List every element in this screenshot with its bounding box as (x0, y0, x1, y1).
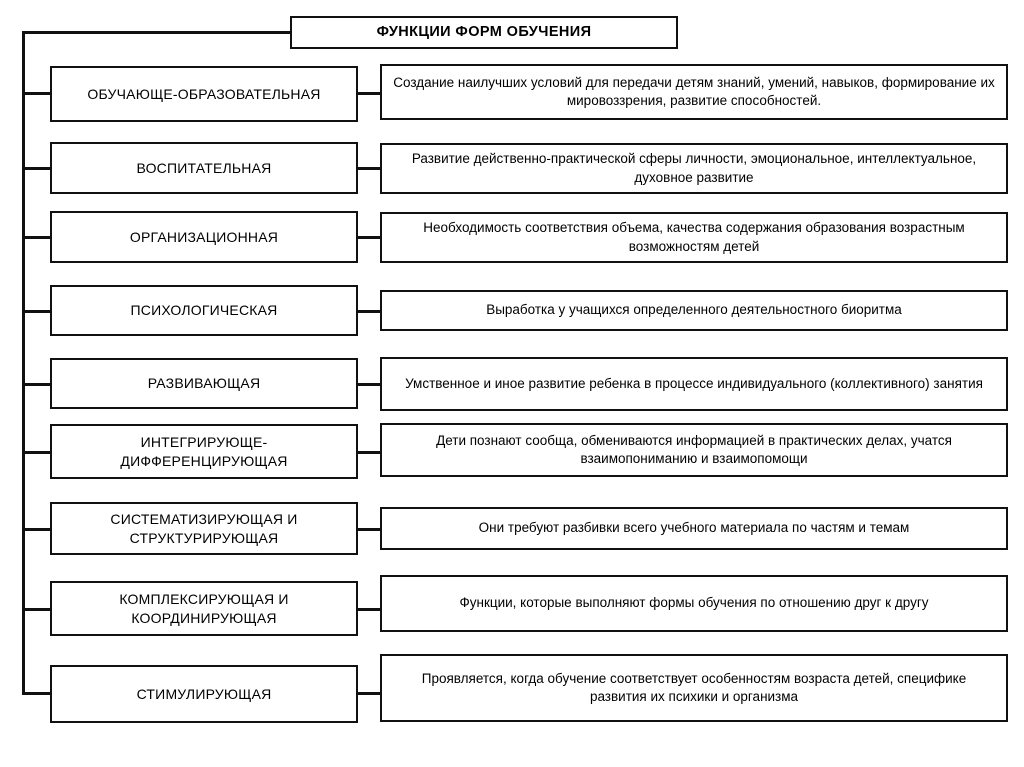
description-box-6[interactable]: Дети познают сообща, обмениваются информ… (380, 423, 1008, 477)
spine-stub-9 (22, 692, 52, 695)
page-title: ФУНКЦИИ ФОРМ ОБУЧЕНИЯ (376, 23, 592, 40)
row-connector-9 (356, 692, 382, 695)
function-label-6: ИНТЕГРИРУЮЩЕ- ДИФФЕРЕНЦИРУЮЩАЯ (120, 433, 288, 469)
description-box-9[interactable]: Проявляется, когда обучение соответствуе… (380, 654, 1008, 722)
function-label-7: СИСТЕМАТИЗИРУЮЩАЯ И СТРУКТУРИРУЮЩАЯ (110, 510, 298, 546)
function-box-6[interactable]: ИНТЕГРИРУЮЩЕ- ДИФФЕРЕНЦИРУЮЩАЯ (50, 424, 358, 479)
function-label-1: ОБУЧАЮЩЕ-ОБРАЗОВАТЕЛЬНАЯ (87, 85, 321, 102)
function-label-2: ВОСПИТАТЕЛЬНАЯ (136, 159, 272, 176)
description-box-5[interactable]: Умственное и иное развитие ребенка в про… (380, 357, 1008, 411)
row-connector-3 (356, 236, 382, 239)
spine-stub-4 (22, 310, 52, 313)
description-label-4: Выработка у учащихся определенного деяте… (486, 302, 902, 318)
spine-stub-8 (22, 608, 52, 611)
function-box-2[interactable]: ВОСПИТАТЕЛЬНАЯ (50, 142, 358, 194)
description-label-9: Проявляется, когда обучение соответствуе… (421, 670, 967, 704)
spine-stub-3 (22, 236, 52, 239)
description-label-2: Развитие действенно-практической сферы л… (411, 151, 977, 185)
spine-stub-6 (22, 451, 52, 454)
function-label-8: КОМПЛЕКСИРУЮЩАЯ И КООРДИНИРУЮЩАЯ (119, 590, 289, 626)
spine-vertical-rail (22, 31, 25, 694)
function-box-4[interactable]: ПСИХОЛОГИЧЕСКАЯ (50, 285, 358, 336)
row-connector-5 (356, 383, 382, 386)
function-box-8[interactable]: КОМПЛЕКСИРУЮЩАЯ И КООРДИНИРУЮЩАЯ (50, 581, 358, 636)
function-box-1[interactable]: ОБУЧАЮЩЕ-ОБРАЗОВАТЕЛЬНАЯ (50, 66, 358, 122)
row-connector-7 (356, 528, 382, 531)
function-box-3[interactable]: ОРГАНИЗАЦИОННАЯ (50, 211, 358, 263)
row-connector-6 (356, 451, 382, 454)
row-connector-1 (356, 92, 382, 95)
spine-stub-1 (22, 92, 52, 95)
description-box-1[interactable]: Создание наилучших условий для передачи … (380, 64, 1008, 120)
row-connector-4 (356, 310, 382, 313)
diagram-title-box: ФУНКЦИИ ФОРМ ОБУЧЕНИЯ (290, 16, 678, 49)
description-label-3: Необходимость соответствия объема, качес… (423, 220, 965, 254)
function-box-5[interactable]: РАЗВИВАЮЩАЯ (50, 358, 358, 409)
spine-stub-7 (22, 528, 52, 531)
description-label-5: Умственное и иное развитие ребенка в про… (405, 375, 983, 391)
description-box-4[interactable]: Выработка у учащихся определенного деяте… (380, 290, 1008, 331)
description-label-1: Создание наилучших условий для передачи … (393, 74, 995, 108)
description-label-7: Они требуют разбивки всего учебного мате… (478, 520, 910, 536)
spine-stub-2 (22, 167, 52, 170)
description-box-8[interactable]: Функции, которые выполняют формы обучени… (380, 575, 1008, 632)
description-box-3[interactable]: Необходимость соответствия объема, качес… (380, 212, 1008, 263)
function-label-3: ОРГАНИЗАЦИОННАЯ (129, 228, 279, 245)
function-label-5: РАЗВИВАЮЩАЯ (147, 375, 261, 392)
title-connector-horizontal (22, 31, 292, 34)
function-label-9: СТИМУЛИРУЮЩАЯ (136, 685, 272, 702)
function-box-7[interactable]: СИСТЕМАТИЗИРУЮЩАЯ И СТРУКТУРИРУЮЩАЯ (50, 502, 358, 555)
description-box-7[interactable]: Они требуют разбивки всего учебного мате… (380, 507, 1008, 550)
function-box-9[interactable]: СТИМУЛИРУЮЩАЯ (50, 665, 358, 723)
description-label-8: Функции, которые выполняют формы обучени… (459, 595, 929, 611)
description-label-6: Дети познают сообща, обмениваются информ… (436, 432, 952, 466)
row-connector-8 (356, 608, 382, 611)
row-connector-2 (356, 167, 382, 170)
function-label-4: ПСИХОЛОГИЧЕСКАЯ (130, 302, 278, 319)
spine-stub-5 (22, 383, 52, 386)
description-box-2[interactable]: Развитие действенно-практической сферы л… (380, 143, 1008, 194)
